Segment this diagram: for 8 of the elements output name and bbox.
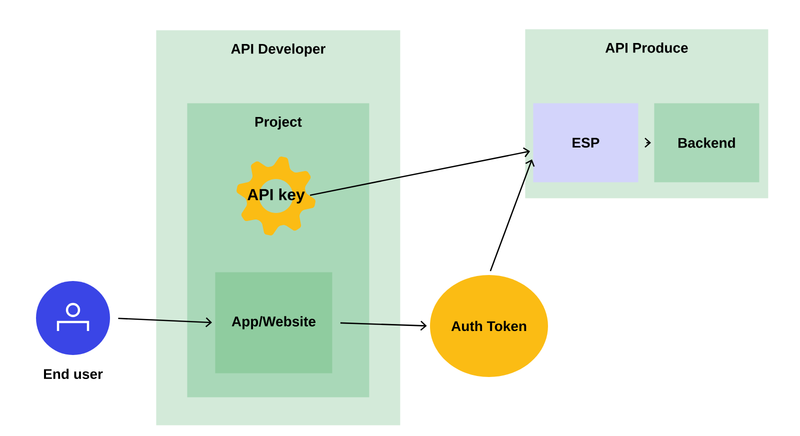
process-box: App/Website	[215, 272, 332, 374]
arrow	[310, 147, 530, 196]
process-box: ESP	[533, 103, 638, 182]
arrow	[118, 317, 212, 328]
arrow	[340, 320, 427, 331]
arrow	[490, 159, 535, 272]
process-box: Backend	[654, 103, 760, 182]
avatar-label: End user	[44, 368, 103, 379]
